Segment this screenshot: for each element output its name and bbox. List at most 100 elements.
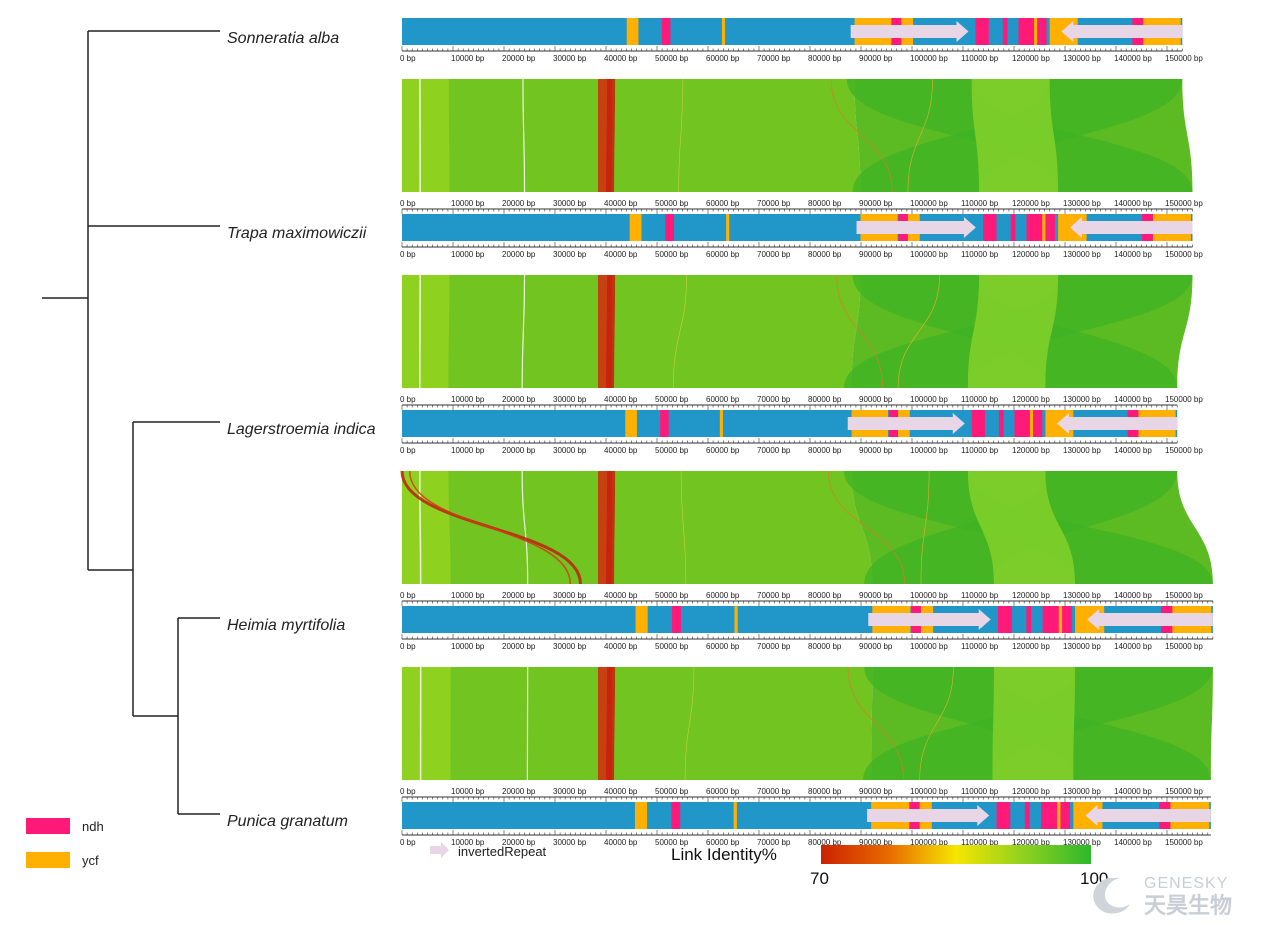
tick-label: 30000 bp: [553, 446, 587, 455]
tick-label: 120000 bp: [1012, 199, 1050, 208]
tick-label: 90000 bp: [859, 250, 893, 259]
synteny-link: [847, 666, 904, 781]
tick-label: 130000 bp: [1063, 199, 1101, 208]
synteny-link: [920, 470, 930, 585]
ycf-gene-block: [1058, 606, 1063, 633]
ndh-label: ndh: [82, 819, 104, 834]
tick-label: 20000 bp: [502, 54, 536, 63]
bp-axes: 0 bp 10000 bp 20000 bp 30000 bp 40000 bp 5000…: [400, 46, 1214, 847]
tick-label: 90000 bp: [859, 591, 893, 600]
phylogenetic-tree: [42, 30, 220, 815]
tick-label: 150000 bp: [1165, 446, 1203, 455]
tick-label: 40000 bp: [604, 199, 638, 208]
inverted-repeat-arrow: [847, 413, 965, 434]
tick-label: 80000 bp: [808, 446, 842, 455]
tick-label: 70000 bp: [757, 446, 791, 455]
tick-label: 100000 bp: [910, 838, 948, 847]
tick-label: 80000 bp: [808, 199, 842, 208]
tick-label: 60000 bp: [706, 591, 740, 600]
tick-label: 0 bp: [400, 642, 416, 651]
tick-label: 120000 bp: [1012, 54, 1050, 63]
tick-label: 130000 bp: [1063, 642, 1101, 651]
ndh-gene-block: [975, 18, 989, 45]
genome-track: [402, 606, 1213, 633]
synteny-link: [522, 78, 526, 193]
tick-label: 60000 bp: [706, 250, 740, 259]
synteny-link: [402, 471, 451, 584]
ycf-gene-block: [734, 606, 738, 633]
ycf-gene-block: [1057, 802, 1061, 829]
tick-label: 90000 bp: [859, 395, 893, 404]
identity-color-scale: Link Identity% 70 100: [671, 845, 1108, 888]
tick-label: 120000 bp: [1012, 787, 1050, 796]
tick-label: 90000 bp: [859, 787, 893, 796]
tick-label: 10000 bp: [451, 250, 485, 259]
tick-label: 60000 bp: [706, 787, 740, 796]
tick-label: 70000 bp: [757, 787, 791, 796]
ndh-gene-block: [1024, 802, 1030, 829]
synteny-link: [419, 470, 422, 585]
tick-label: 130000 bp: [1063, 250, 1101, 259]
synteny-link: [408, 470, 572, 585]
ndh-gene-block: [1026, 606, 1032, 633]
tick-label: 120000 bp: [1012, 838, 1050, 847]
tick-label: 10000 bp: [451, 395, 485, 404]
tick-label: 40000 bp: [604, 250, 638, 259]
genome-track: [402, 410, 1178, 437]
genome-track: [402, 18, 1183, 45]
tick-label: 60000 bp: [706, 446, 740, 455]
tick-label: 20000 bp: [502, 199, 536, 208]
ndh-gene-block: [1063, 802, 1071, 829]
tick-label: 60000 bp: [706, 199, 740, 208]
inverted-repeat-arrow: [850, 21, 969, 42]
tick-label: 80000 bp: [808, 250, 842, 259]
ndh-gene-block: [998, 606, 1012, 633]
color-scale-title: Link Identity%: [671, 845, 777, 864]
tick-label: 50000 bp: [655, 642, 689, 651]
synteny-link: [606, 274, 616, 389]
tick-label: 130000 bp: [1063, 54, 1101, 63]
ndh-gene-block: [998, 410, 1004, 437]
tick-label: 130000 bp: [1063, 446, 1101, 455]
synteny-link: [836, 274, 884, 389]
tick-label: 20000 bp: [502, 787, 536, 796]
gene-legend: ndh ycf: [26, 818, 104, 868]
tick-label: 10000 bp: [451, 838, 485, 847]
tick-label: 120000 bp: [1012, 591, 1050, 600]
tick-label: 60000 bp: [706, 838, 740, 847]
synteny-link: [897, 274, 940, 389]
synteny-link: [402, 667, 873, 780]
tick-label: 0 bp: [400, 591, 416, 600]
inverted-repeat-legend: invertedRepeat: [430, 842, 547, 859]
tick-label: 130000 bp: [1063, 838, 1101, 847]
tick-label: 80000 bp: [808, 54, 842, 63]
synteny-link: [827, 470, 906, 585]
ycf-gene-block: [1034, 18, 1038, 45]
tick-label: 80000 bp: [808, 838, 842, 847]
tick-label: 90000 bp: [859, 54, 893, 63]
tick-label: 20000 bp: [502, 591, 536, 600]
tick-label: 30000 bp: [553, 199, 587, 208]
synteny-link: [402, 79, 861, 192]
tick-label: 70000 bp: [757, 838, 791, 847]
species-label: Punica granatum: [227, 813, 348, 830]
synteny-link: [967, 275, 1059, 388]
tick-label: 50000 bp: [655, 591, 689, 600]
tick-label: 140000 bp: [1114, 54, 1152, 63]
tick-label: 20000 bp: [502, 250, 536, 259]
tick-label: 90000 bp: [859, 838, 893, 847]
tick-label: 20000 bp: [502, 395, 536, 404]
tick-label: 40000 bp: [604, 591, 638, 600]
tick-label: 130000 bp: [1063, 591, 1101, 600]
ycf-gene-block: [626, 18, 639, 45]
tick-label: 100000 bp: [910, 591, 948, 600]
inverted-repeat-arrow: [1085, 805, 1211, 826]
synteny-block: [402, 78, 1193, 193]
tick-label: 100000 bp: [910, 446, 948, 455]
tick-label: 30000 bp: [553, 54, 587, 63]
synteny-link: [967, 471, 1076, 584]
tick-label: 120000 bp: [1012, 446, 1050, 455]
